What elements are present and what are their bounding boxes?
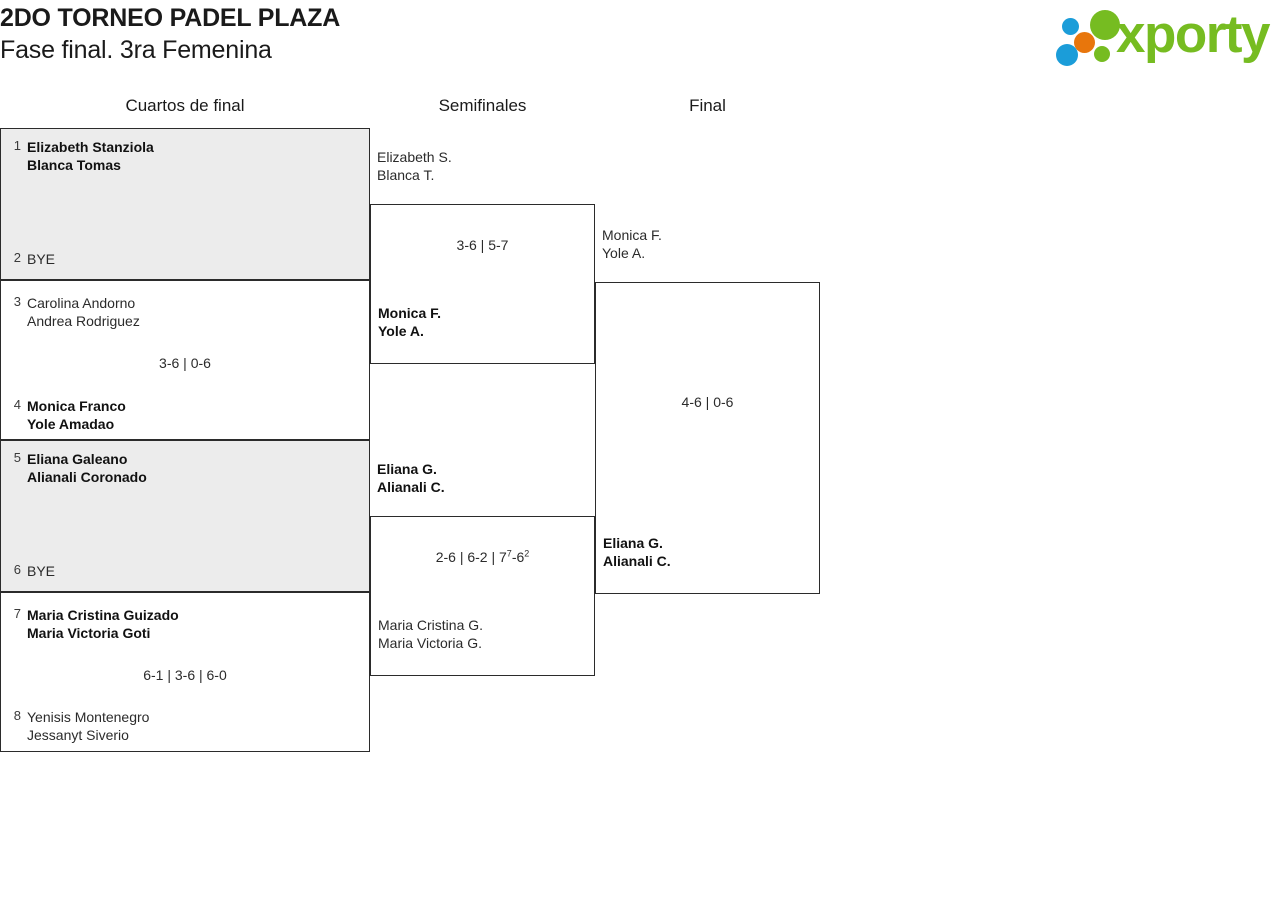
match-sf-2-top-slot[interactable]: Eliana G. Alianali C. bbox=[377, 460, 445, 496]
team-names: Elizabeth Stanziola Blanca Tomas bbox=[27, 139, 154, 173]
seed-number: 3 bbox=[13, 294, 21, 309]
tournament-subtitle: Fase final. 3ra Femenina bbox=[0, 36, 272, 64]
logo-dot-blue-top-icon bbox=[1062, 18, 1079, 35]
team-names: BYE bbox=[27, 563, 56, 579]
round-header-semifinals: Semifinales bbox=[438, 96, 527, 115]
match-qf-2[interactable]: 3 Carolina Andorno Andrea Rodriguez 3-6 … bbox=[0, 280, 370, 440]
match-qf-4-top-slot[interactable]: 7 Maria Cristina Guizado Maria Victoria … bbox=[1, 606, 369, 642]
team-names: Monica Franco Yole Amadao bbox=[27, 398, 126, 432]
match-qf-2-bottom-slot[interactable]: 4 Monica Franco Yole Amadao bbox=[1, 397, 369, 433]
match-qf-4-bottom-slot[interactable]: 8 Yenisis Montenegro Jessanyt Siverio bbox=[1, 708, 369, 744]
logo-dot-orange-icon bbox=[1074, 32, 1095, 53]
seed-number: 1 bbox=[13, 138, 21, 153]
logo-dot-green-large-icon bbox=[1090, 10, 1120, 40]
team-names: Eliana G. Alianali C. bbox=[603, 535, 671, 569]
team-names: BYE bbox=[27, 251, 56, 267]
match-final-bottom-slot[interactable]: Eliana G. Alianali C. bbox=[603, 534, 671, 570]
match-final[interactable]: 4-6 | 0-6 Eliana G. Alianali C. bbox=[595, 282, 820, 594]
match-sf-1-score: 3-6 | 5-7 bbox=[456, 237, 509, 253]
match-final-top-slot[interactable]: Monica F. Yole A. bbox=[602, 226, 662, 262]
seed-number: 5 bbox=[13, 450, 21, 465]
match-qf-1-bottom-slot[interactable]: 2 BYE bbox=[1, 250, 369, 268]
match-qf-2-top-slot[interactable]: 3 Carolina Andorno Andrea Rodriguez bbox=[1, 294, 369, 330]
match-qf-1[interactable]: 1 Elizabeth Stanziola Blanca Tomas 2 BYE bbox=[0, 128, 370, 280]
team-names: Monica F. Yole A. bbox=[602, 227, 662, 261]
match-qf-3-top-slot[interactable]: 5 Eliana Galeano Alianali Coronado bbox=[1, 450, 369, 486]
team-names: Eliana G. Alianali C. bbox=[377, 461, 445, 495]
seed-number: 7 bbox=[13, 606, 21, 621]
match-sf-1-top-slot[interactable]: Elizabeth S. Blanca T. bbox=[377, 148, 452, 184]
team-names: Monica F. Yole A. bbox=[378, 305, 442, 339]
match-sf-2[interactable]: 2-6 | 6-2 | 77-62 Maria Cristina G. Mari… bbox=[370, 516, 595, 676]
match-sf-2-bottom-slot[interactable]: Maria Cristina G. Maria Victoria G. bbox=[378, 616, 483, 652]
match-final-score: 4-6 | 0-6 bbox=[681, 394, 734, 410]
round-header-final: Final bbox=[689, 96, 726, 115]
match-qf-2-score: 3-6 | 0-6 bbox=[159, 355, 211, 371]
logo-wordmark: xporty bbox=[1116, 5, 1270, 64]
title-block: 2DO TORNEO PADEL PLAZA Fase final. 3ra F… bbox=[0, 2, 340, 67]
seed-number: 8 bbox=[13, 708, 21, 723]
seed-number: 4 bbox=[13, 397, 21, 412]
team-names: Elizabeth S. Blanca T. bbox=[377, 149, 452, 183]
team-names: Carolina Andorno Andrea Rodriguez bbox=[27, 295, 140, 329]
match-qf-3[interactable]: 5 Eliana Galeano Alianali Coronado 6 BYE bbox=[0, 440, 370, 592]
match-qf-3-bottom-slot[interactable]: 6 BYE bbox=[1, 562, 369, 580]
match-qf-1-top-slot[interactable]: 1 Elizabeth Stanziola Blanca Tomas bbox=[1, 138, 369, 174]
logo-dot-blue-bottom-icon bbox=[1056, 44, 1078, 66]
team-names: Yenisis Montenegro Jessanyt Siverio bbox=[27, 709, 150, 743]
xporty-logo: xporty bbox=[1046, 5, 1274, 68]
match-sf-1-bottom-slot[interactable]: Monica F. Yole A. bbox=[378, 304, 441, 340]
team-names: Maria Cristina G. Maria Victoria G. bbox=[378, 617, 484, 651]
match-qf-4[interactable]: 7 Maria Cristina Guizado Maria Victoria … bbox=[0, 592, 370, 752]
logo-dots-icon bbox=[1054, 10, 1124, 66]
match-qf-4-score: 6-1 | 3-6 | 6-0 bbox=[143, 667, 227, 683]
seed-number: 6 bbox=[13, 562, 21, 577]
tournament-title: 2DO TORNEO PADEL PLAZA bbox=[0, 4, 341, 32]
logo-dot-green-small-icon bbox=[1094, 46, 1110, 62]
page-header: 2DO TORNEO PADEL PLAZA Fase final. 3ra F… bbox=[0, 0, 1280, 90]
team-names: Eliana Galeano Alianali Coronado bbox=[27, 451, 147, 485]
round-header-quarterfinals: Cuartos de final bbox=[125, 96, 245, 115]
seed-number: 2 bbox=[13, 250, 21, 265]
match-sf-1[interactable]: 3-6 | 5-7 Monica F. Yole A. bbox=[370, 204, 595, 364]
team-names: Maria Cristina Guizado Maria Victoria Go… bbox=[27, 607, 179, 641]
match-sf-2-score: 2-6 | 6-2 | 77-62 bbox=[435, 548, 530, 565]
